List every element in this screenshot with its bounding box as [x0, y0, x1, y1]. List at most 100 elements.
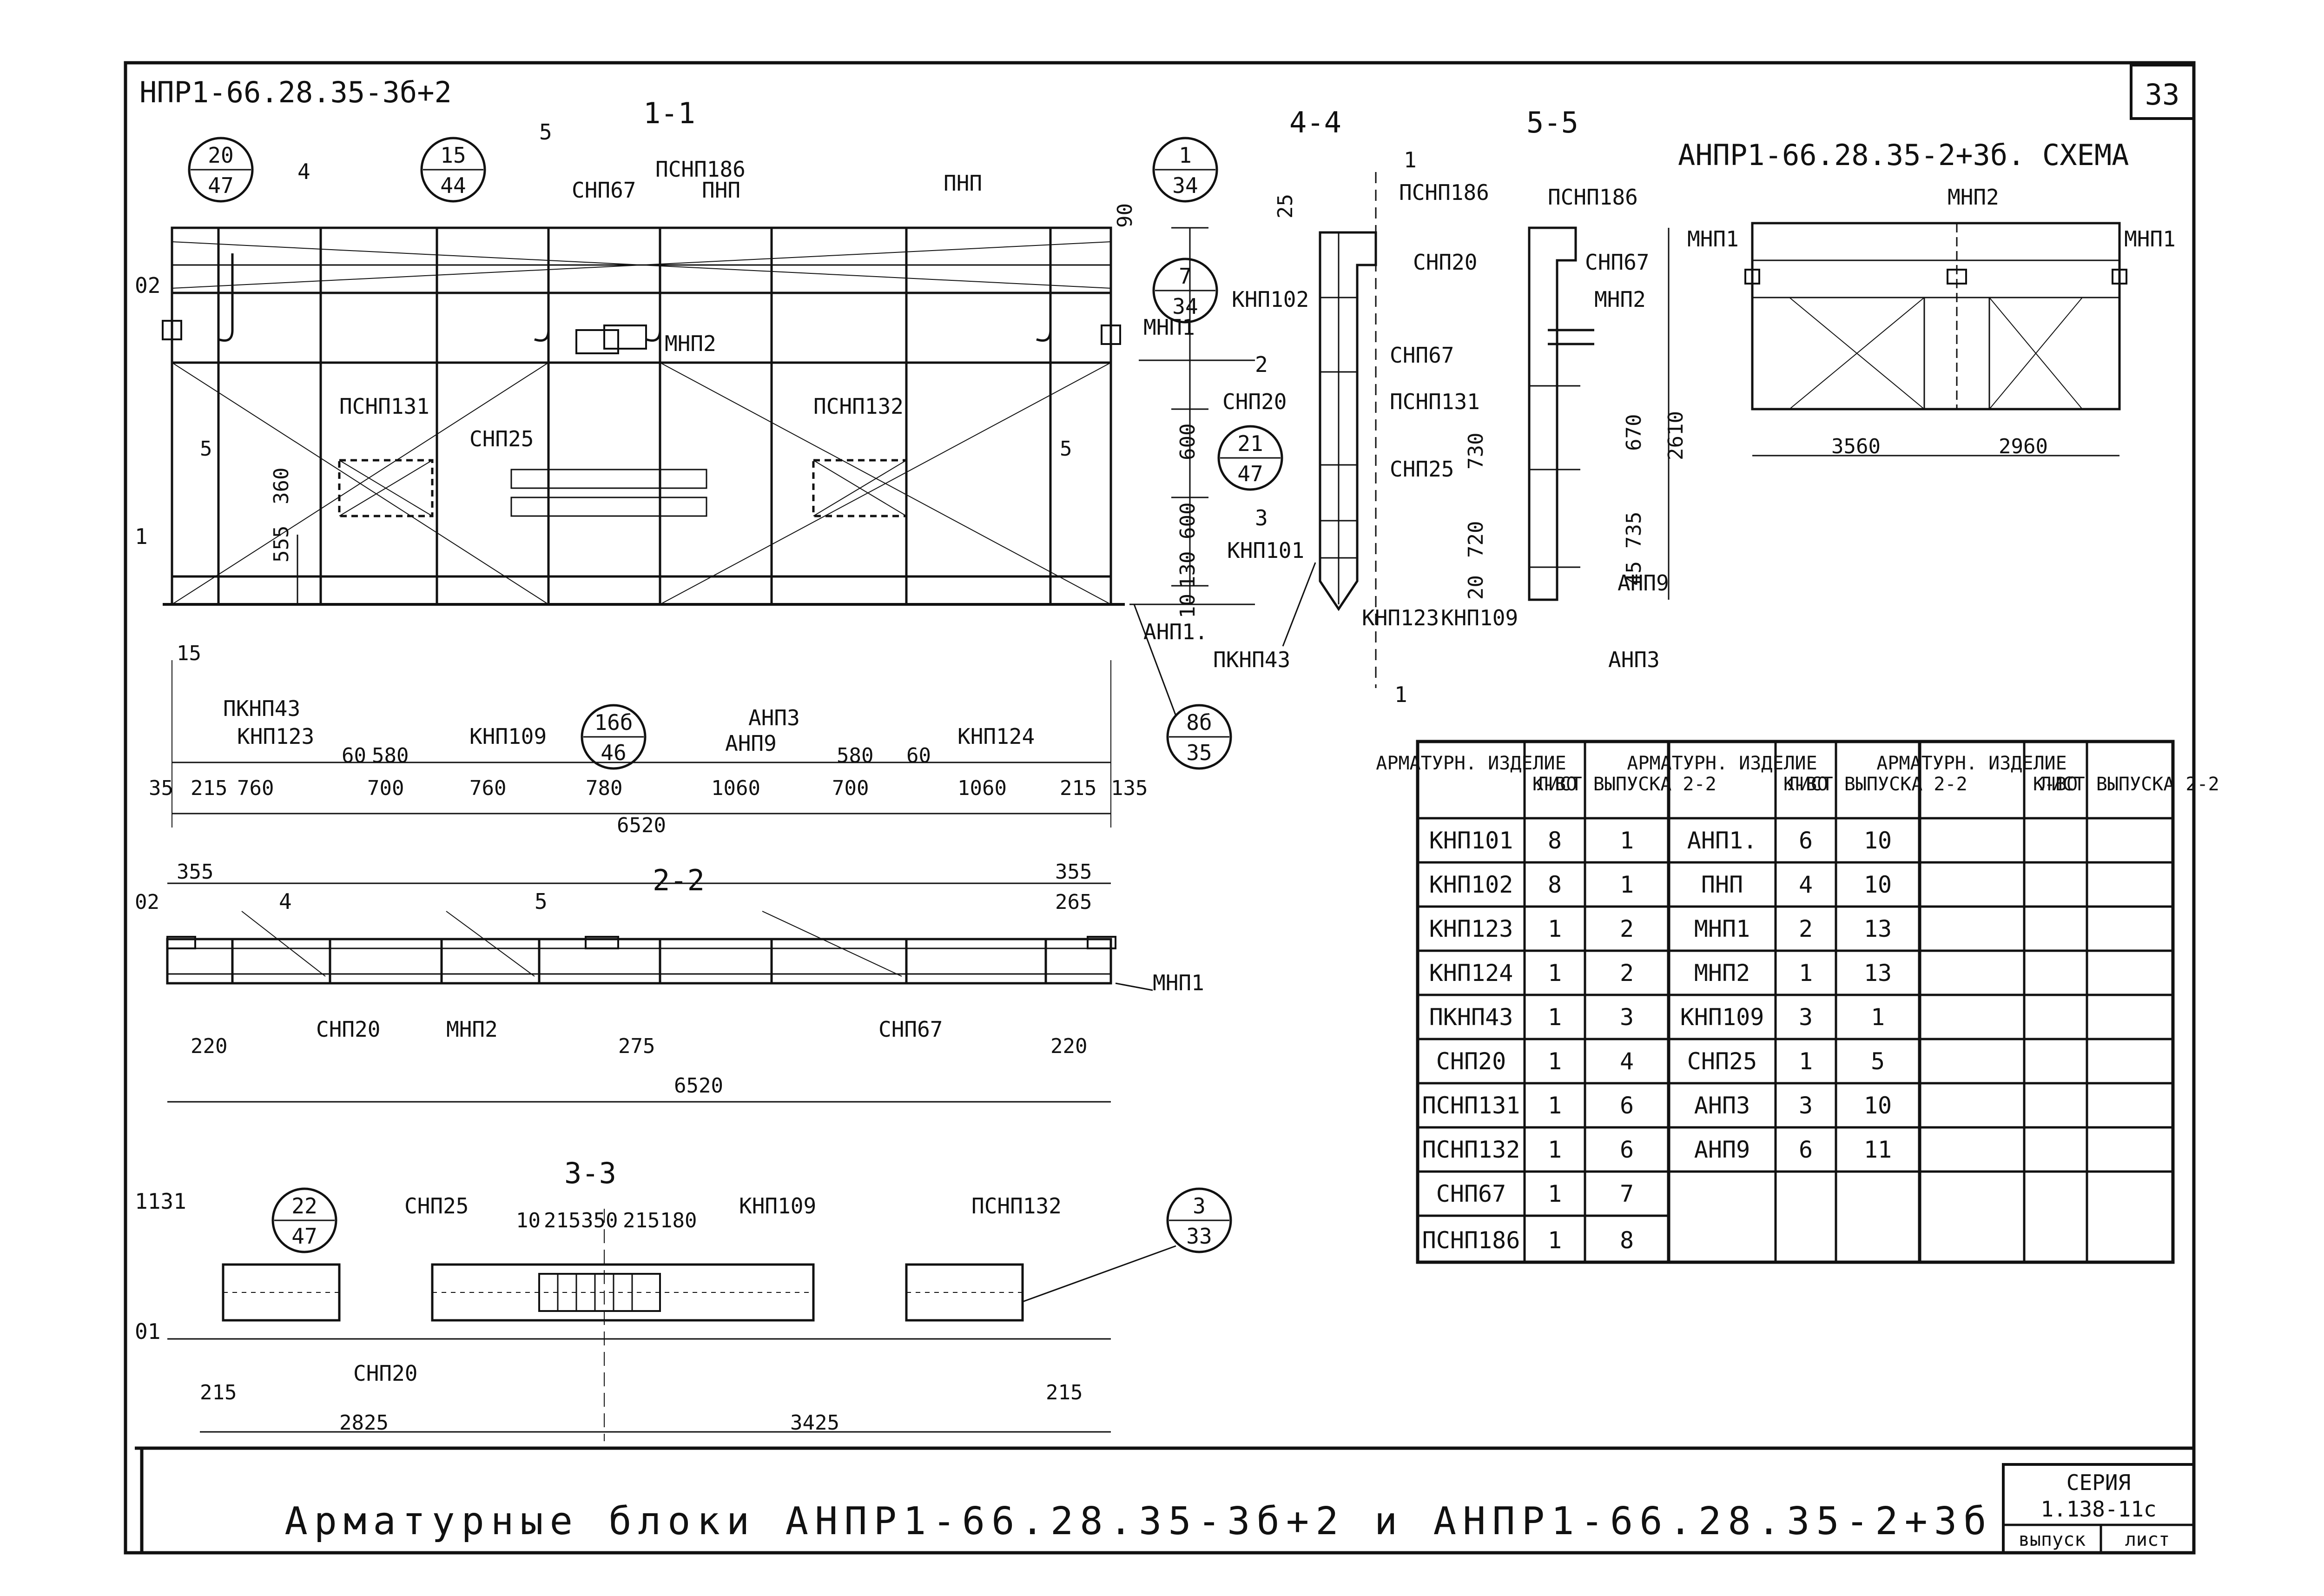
table-cell: 6 [1620, 1136, 1634, 1163]
callout-bottom: 34 [1172, 294, 1198, 319]
header-item: АРМАТУРН. ИЗДЕЛИЕ [1376, 753, 1566, 774]
leader-lines [1022, 359, 1316, 1303]
callout-bottom: 34 [1172, 173, 1198, 198]
dim-value: 670 [1622, 414, 1646, 451]
table-cell: СНП25 [1687, 1048, 1757, 1075]
edge-label: 01 [135, 1319, 160, 1344]
table-cell: 2 [1620, 960, 1634, 987]
callout-circles [188, 137, 1283, 1253]
dim-value: 700 [367, 776, 404, 800]
label-snp67: СНП67 [572, 178, 636, 203]
mark-1: 1 [1394, 682, 1407, 707]
dim-value: 130 [1176, 551, 1200, 588]
table-cell: 7 [1620, 1180, 1634, 1207]
mark-5: 5 [539, 119, 552, 145]
table-header: АРМАТУРН. ИЗДЕЛИЕ К-ВО ЛИСТ ВЫПУСКА 2-2 … [1376, 753, 2219, 795]
label-psnp132: ПСНП132 [813, 394, 904, 419]
table-cell: КНП123 [1429, 915, 1513, 942]
table-cell: 8 [1620, 1227, 1634, 1254]
table-cell: МНП2 [1694, 960, 1750, 987]
table-cell: 3 [1799, 1092, 1813, 1119]
dim-value: 275 [618, 1034, 655, 1058]
header-item: АРМАТУРН. ИЗДЕЛИЕ [1627, 753, 1817, 774]
dim-value: 215 [191, 776, 227, 800]
dim-value: 600 [1176, 503, 1200, 539]
label-mnp2: МНП2 [665, 331, 716, 356]
title-section-2-2: 2-2 [653, 863, 705, 897]
mark-4: 4 [297, 159, 310, 184]
label-anp1: АНП1. [1143, 619, 1208, 644]
label-mnp2: МНП2 [1594, 287, 1646, 312]
table-cell: 13 [1864, 960, 1892, 987]
specification-table [1416, 740, 2175, 1264]
label-pknp43: ПКНП43 [1213, 647, 1290, 672]
table-cell: 10 [1864, 871, 1892, 898]
dim-value: 180 [660, 1209, 697, 1232]
title-section-1-1: 1-1 [643, 96, 695, 130]
series-value: 1.138-11с [2040, 1497, 2156, 1522]
dim-value: 760 [469, 776, 506, 800]
label-mnp2: МНП2 [446, 1017, 498, 1042]
table-group-1: КНП101 8 1 КНП102 8 1 КНП123 1 2 КНП124 … [1422, 827, 1634, 1254]
table-cell: СНП67 [1436, 1180, 1506, 1207]
table-cell: 2 [1799, 915, 1813, 942]
dim-value: 220 [191, 1034, 227, 1058]
table-cell: 5 [1871, 1048, 1885, 1075]
table-cell: ПКНП43 [1429, 1004, 1513, 1031]
dim-value: 215 [1046, 1381, 1083, 1404]
dim-value: 3425 [790, 1411, 839, 1435]
callout-top: 22 [291, 1193, 317, 1219]
dim-value: 350 [581, 1209, 618, 1232]
label-snp25: СНП25 [1390, 457, 1454, 482]
dim-value: 02 [135, 890, 159, 914]
label-pnp: ПНП [944, 171, 982, 196]
dim-total: 6520 [674, 1074, 723, 1098]
sheet-frame [124, 61, 2196, 1555]
dim-value: 215 [1060, 776, 1096, 800]
callout-bottom: 44 [440, 173, 466, 198]
callout-top: 16б [594, 710, 633, 735]
table-group-2: АНП1. 6 10 ПНП 4 10 МНП1 2 13 МНП2 1 13 … [1680, 827, 1892, 1163]
table-cell: 4 [1620, 1048, 1634, 1075]
callout-top: 7 [1179, 264, 1192, 289]
label-mnp2: МНП2 [1948, 185, 1999, 210]
label-knp109: КНП109 [469, 724, 547, 749]
dim-value: 780 [586, 776, 622, 800]
table-cell: ПНП [1701, 871, 1743, 898]
callout-top: 21 [1237, 431, 1263, 456]
scheme-plan [1744, 222, 2127, 411]
table-cell: 1 [1548, 1180, 1562, 1207]
table-cell: 1 [1799, 1048, 1813, 1075]
label-snp67: СНП67 [1585, 250, 1649, 275]
label-knp123: КНП123 [237, 724, 314, 749]
label-psnp131: ПСНП131 [1390, 389, 1480, 414]
table-cell: АНП3 [1694, 1092, 1750, 1119]
dim-value: 60 [906, 744, 931, 768]
label-snp20: СНП20 [316, 1017, 380, 1042]
dim-value: 15 [177, 642, 201, 665]
table-cell: 2 [1620, 915, 1634, 942]
dim-value: 265 [1055, 890, 1092, 914]
header-qty: К-ВО [1532, 774, 1577, 795]
section-3-3 [222, 1263, 1024, 1322]
table-cell: 1 [1548, 1136, 1562, 1163]
header-sheet: ЛИСТ ВЫПУСКА 2-2 [1537, 774, 1716, 795]
series-label: СЕРИЯ [2067, 1470, 2131, 1495]
label-psnp186: ПСНП186 [655, 157, 746, 182]
label-knp102: КНП102 [1232, 287, 1309, 312]
table-cell: 1 [1548, 915, 1562, 942]
table-cell: АНП9 [1694, 1136, 1750, 1163]
dim-value: 35 [149, 776, 173, 800]
dim-value: 600 [1176, 424, 1200, 460]
table-cell: ПСНП186 [1422, 1227, 1520, 1254]
header-sheet: ЛИСТ ВЫПУСКА 2-2 [2040, 774, 2219, 795]
sheet-number-box [2130, 64, 2195, 120]
table-cell: 3 [1799, 1004, 1813, 1031]
table-cell: 1 [1548, 1004, 1562, 1031]
dim-value: 135 [1111, 776, 1148, 800]
table-cell: 1 [1548, 1092, 1562, 1119]
table-cell: 1 [1871, 1004, 1885, 1031]
label-knp101: КНП101 [1227, 538, 1304, 563]
dim-value: 10 [1176, 594, 1200, 618]
